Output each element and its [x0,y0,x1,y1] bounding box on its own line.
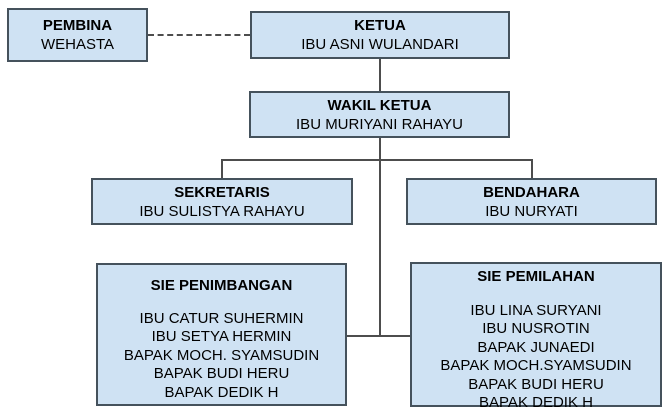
node-pembina-name: WEHASTA [40,36,115,53]
connector-drop-bendahara [531,160,533,178]
node-bendahara-name: IBU NURYATI [485,202,578,220]
member: IBU SETYA HERMIN [151,328,292,345]
member: BAPAK BUDI HERU [153,365,290,382]
member: BAPAK MOCH. SYAMSUDIN [123,346,320,364]
node-wakil-ketua: WAKIL KETUA IBU MURIYANI RAHAYU [249,91,510,138]
connector-drop-sekretaris [221,160,223,178]
connector-split-horizontal [221,159,533,161]
member: IBU LINA SURYANI [470,301,602,319]
node-sekretaris-title: SEKRETARIS [174,183,270,201]
connector-pembina-ketua-dashed [148,34,250,36]
node-sekretaris-name: IBU SULISTYA RAHAYU [139,202,305,220]
connector-center-trunk [379,138,381,336]
node-ketua-name: IBU ASNI WULANDARI [301,36,459,53]
node-wakil-ketua-title: WAKIL KETUA [327,96,432,114]
member: IBU CATUR SUHERMIN [139,309,304,327]
member-list: IBU CATUR SUHERMIN IBU SETYA HERMIN BAPA… [98,310,345,403]
node-sie-penimbangan: SIE PENIMBANGAN IBU CATUR SUHERMIN IBU S… [96,263,347,406]
member: IBU NUSROTIN [482,320,590,337]
node-pembina: PEMBINA WEHASTA [7,8,148,62]
connector-ketua-wakil [379,59,381,91]
node-sie-pemilahan-title: SIE PEMILAHAN [477,268,595,285]
node-ketua-title: KETUA [354,17,406,34]
member: BAPAK BUDI HERU [468,375,604,393]
node-bendahara-title: BENDAHARA [483,183,580,201]
node-sie-pemilahan: SIE PEMILAHAN IBU LINA SURYANI IBU NUSRO… [410,262,662,411]
node-bendahara: BENDAHARA IBU NURYATI [406,178,657,225]
member-list: IBU LINA SURYANI IBU NUSROTIN BAPAK JUNA… [412,302,660,413]
node-pembina-title: PEMBINA [42,17,113,34]
member: BAPAK DEDIK H [164,383,279,401]
node-ketua: KETUA IBU ASNI WULANDARI [250,11,510,59]
node-sie-penimbangan-title: SIE PENIMBANGAN [150,277,293,294]
connector-bottom-horizontal [347,335,410,337]
member: BAPAK MOCH.SYAMSUDIN [440,357,632,374]
node-sekretaris: SEKRETARIS IBU SULISTYA RAHAYU [91,178,353,225]
node-wakil-ketua-name: IBU MURIYANI RAHAYU [296,115,463,133]
member: BAPAK DEDIK H [479,394,593,411]
member: BAPAK JUNAEDI [477,338,595,356]
